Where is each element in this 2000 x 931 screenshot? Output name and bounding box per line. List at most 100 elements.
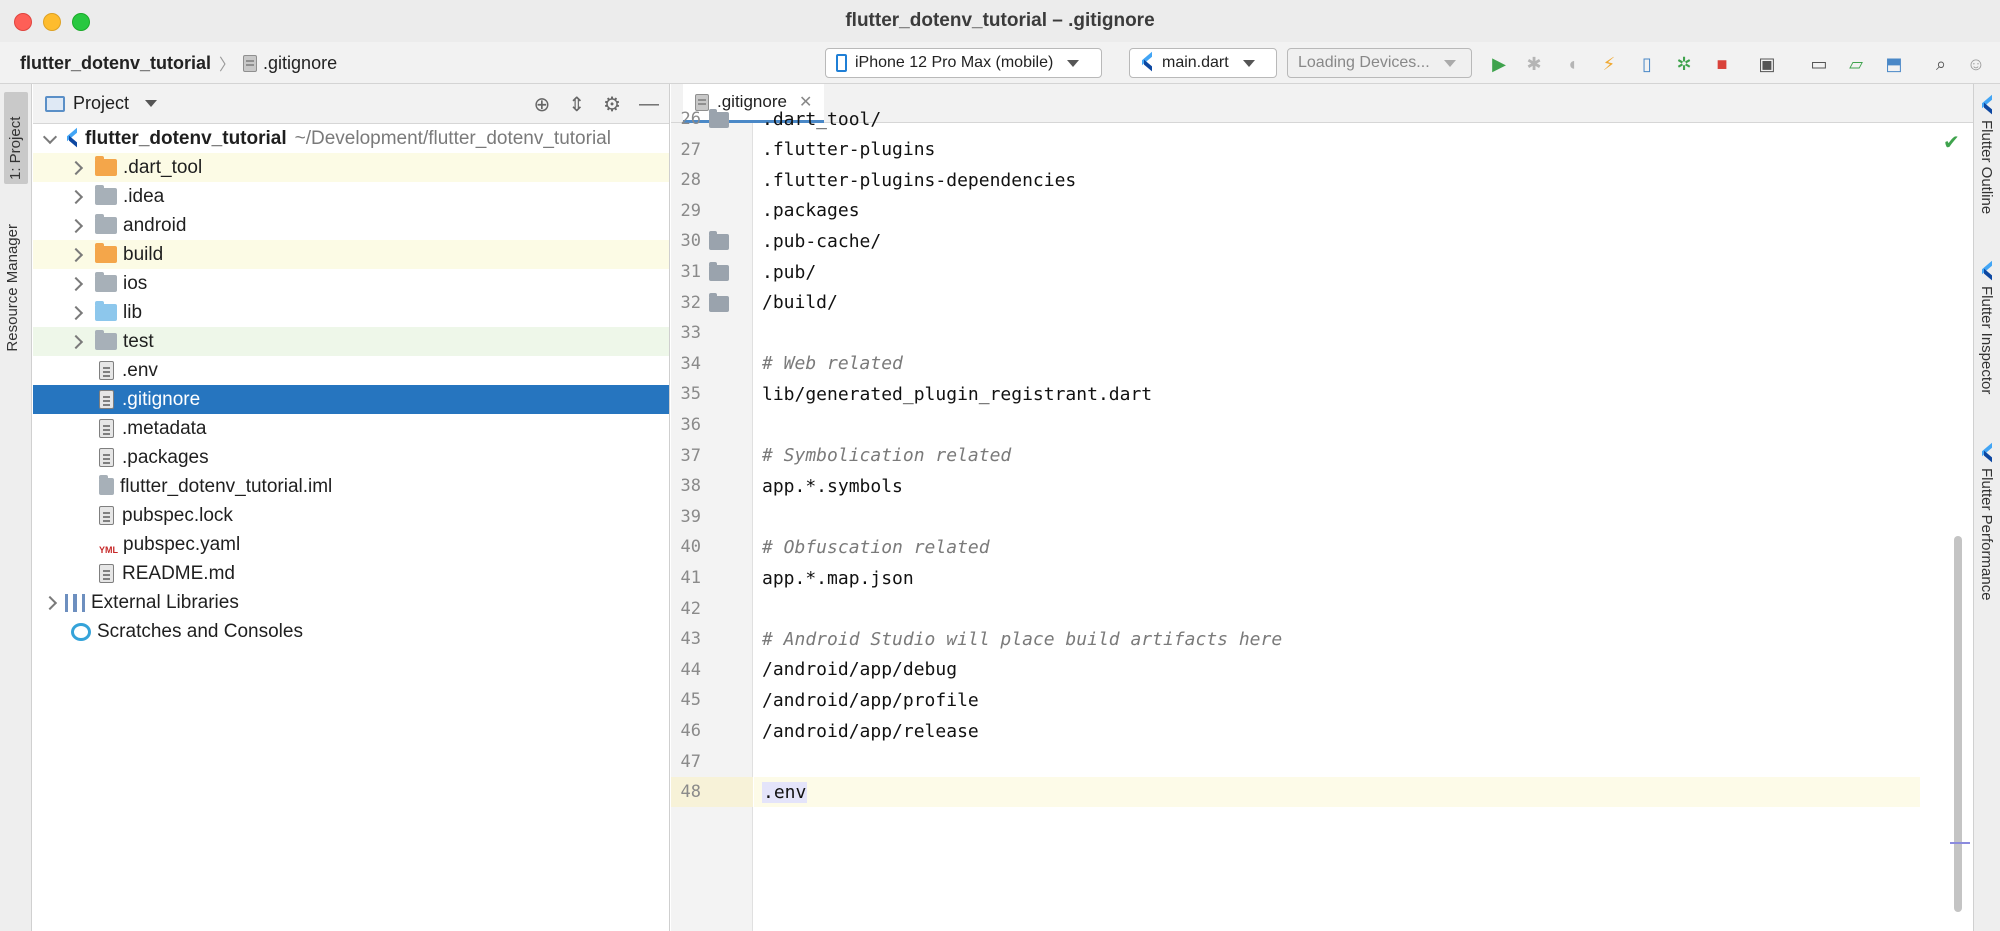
tree-item-metadata[interactable]: .metadata [33, 414, 669, 443]
chevron-right-icon[interactable] [42, 595, 58, 610]
chevron-right-icon[interactable] [68, 218, 84, 233]
collapse-all-icon[interactable]: ⇕ [568, 93, 586, 116]
editor-scrollbar[interactable] [1954, 536, 1962, 912]
sdk-manager-icon[interactable]: ⬒ [1885, 53, 1903, 74]
tree-item-ios[interactable]: ios [33, 269, 669, 298]
tree-item-test[interactable]: test [33, 327, 669, 356]
search-icon[interactable]: ⌕ [1935, 53, 1947, 74]
chevron-down-icon[interactable] [145, 100, 158, 107]
code-line[interactable]: # Android Studio will place build artifa… [754, 624, 1920, 654]
code-line[interactable]: .pub-cache/ [754, 226, 1920, 256]
zoom-window-button[interactable] [72, 13, 90, 31]
code-line[interactable]: # Obfuscation related [754, 532, 1920, 562]
no-problems-icon[interactable]: ✔ [1943, 132, 1960, 154]
stop-icon[interactable]: ■ [1716, 53, 1728, 74]
code-line[interactable]: /android/app/profile [754, 685, 1920, 715]
tree-item-external-libraries[interactable]: External Libraries [33, 588, 669, 617]
code-line[interactable]: # Web related [754, 349, 1920, 379]
line-number: 48 [680, 782, 701, 803]
code-line[interactable] [754, 410, 1920, 440]
tree-item-env[interactable]: .env [33, 356, 669, 385]
locate-file-icon[interactable]: ⊕ [533, 93, 551, 116]
tree-item-readme[interactable]: README.md [33, 559, 669, 588]
code-line[interactable] [754, 318, 1920, 348]
attach-debugger-icon[interactable]: ✲ [1676, 53, 1692, 74]
code-line[interactable]: .flutter-plugins-dependencies [754, 165, 1920, 195]
chevron-right-icon[interactable] [68, 189, 84, 204]
gear-icon[interactable]: ⚙ [603, 93, 621, 116]
breadcrumb-separator-icon: 〉 [219, 57, 236, 74]
tree-item-packages[interactable]: .packages [33, 443, 669, 472]
account-icon[interactable]: ☺ [1966, 53, 1986, 74]
flutter-performance-tool-tab[interactable]: Flutter Performance [1978, 446, 1995, 601]
flutter-inspector-tool-tab[interactable]: Flutter Inspector [1978, 264, 1995, 394]
code-line-text: .env [754, 781, 808, 803]
tree-item-dart-tool[interactable]: .dart_tool [33, 153, 669, 182]
code-line[interactable]: .pub/ [754, 257, 1920, 287]
code-line[interactable] [754, 747, 1920, 777]
flutter-outline-tool-tab[interactable]: Flutter Outline [1978, 98, 1995, 214]
tree-root[interactable]: flutter_dotenv_tutorial ~/Development/fl… [33, 124, 669, 153]
line-number: 35 [680, 384, 701, 405]
tree-item-iml[interactable]: flutter_dotenv_tutorial.iml [33, 472, 669, 501]
terminal-icon[interactable]: ▭ [1810, 53, 1828, 74]
code-line[interactable]: .flutter-plugins [754, 135, 1920, 165]
profile-icon[interactable]: ◖ [1566, 53, 1578, 74]
code-line[interactable]: # Symbolication related [754, 441, 1920, 471]
code-line[interactable]: app.*.symbols [754, 471, 1920, 501]
close-window-button[interactable] [14, 13, 32, 31]
code-line[interactable]: /android/app/debug [754, 655, 1920, 685]
hot-restart-icon[interactable]: ▯ [1642, 53, 1652, 74]
resource-manager-tool-tab[interactable]: Resource Manager [4, 224, 21, 352]
code-line[interactable]: app.*.map.json [754, 563, 1920, 593]
flutter-icon [1980, 446, 1994, 462]
chevron-right-icon[interactable] [68, 334, 84, 349]
breadcrumb-project[interactable]: flutter_dotenv_tutorial [20, 52, 212, 73]
chevron-right-icon[interactable] [68, 276, 84, 291]
tree-item-android[interactable]: android [33, 211, 669, 240]
code-line[interactable]: .env [754, 777, 1920, 808]
chevron-right-icon[interactable] [68, 247, 84, 262]
tree-item-idea[interactable]: .idea [33, 182, 669, 211]
device-selector[interactable]: iPhone 12 Pro Max (mobile) [825, 48, 1102, 78]
tab-gitignore[interactable]: .gitignore ✕ [683, 84, 825, 123]
tree-item-lib[interactable]: lib [33, 298, 669, 327]
tree-item-build[interactable]: build [33, 240, 669, 269]
tree-item-label: test [123, 330, 154, 352]
project-view-selector[interactable]: Project [73, 93, 130, 113]
tree-item-scratches[interactable]: Scratches and Consoles [33, 617, 669, 646]
project-structure-icon[interactable]: ▣ [1758, 53, 1776, 74]
tree-item-label: .env [122, 359, 158, 381]
hot-reload-icon[interactable]: ⚡ [1602, 53, 1616, 74]
devices-selector[interactable]: Loading Devices... [1287, 48, 1472, 78]
code-line[interactable]: lib/generated_plugin_registrant.dart [754, 379, 1920, 409]
code-line[interactable]: .packages [754, 196, 1920, 226]
close-tab-icon[interactable]: ✕ [798, 94, 813, 111]
code-line-text: app.*.symbols [762, 475, 903, 497]
chevron-right-icon[interactable] [68, 305, 84, 320]
tree-item-pubspec-lock[interactable]: pubspec.lock [33, 501, 669, 530]
flutter-icon [1980, 98, 1994, 114]
code-line[interactable]: /build/ [754, 288, 1920, 318]
run-configuration-selector[interactable]: main.dart [1129, 48, 1277, 78]
code-line-text: /android/app/release [762, 720, 979, 742]
breadcrumb-file[interactable]: .gitignore [243, 53, 337, 74]
minimize-window-button[interactable] [43, 13, 61, 31]
tree-item-gitignore[interactable]: .gitignore [33, 385, 669, 414]
hide-panel-icon[interactable]: — [639, 92, 659, 115]
run-icon[interactable]: ▶ [1492, 53, 1506, 74]
code-line[interactable] [754, 502, 1920, 532]
avd-manager-icon[interactable]: ▱ [1849, 53, 1863, 74]
debug-icon[interactable]: ✱ [1526, 53, 1542, 74]
folder-icon [95, 156, 117, 176]
code-line[interactable]: /android/app/release [754, 716, 1920, 746]
tree-item-pubspec-yaml[interactable]: YML pubspec.yaml [33, 530, 669, 559]
chevron-down-icon[interactable] [42, 129, 58, 144]
line-number: 32 [680, 292, 701, 313]
code-line[interactable]: .dart_tool/ [754, 104, 1920, 134]
code-editor[interactable]: .dart_tool/.flutter-plugins.flutter-plug… [754, 109, 1920, 931]
code-line[interactable] [754, 594, 1920, 624]
chevron-right-icon[interactable] [68, 160, 84, 175]
project-tool-tab[interactable]: 1: Project [4, 92, 28, 184]
code-line-text: lib/generated_plugin_registrant.dart [762, 383, 1153, 405]
